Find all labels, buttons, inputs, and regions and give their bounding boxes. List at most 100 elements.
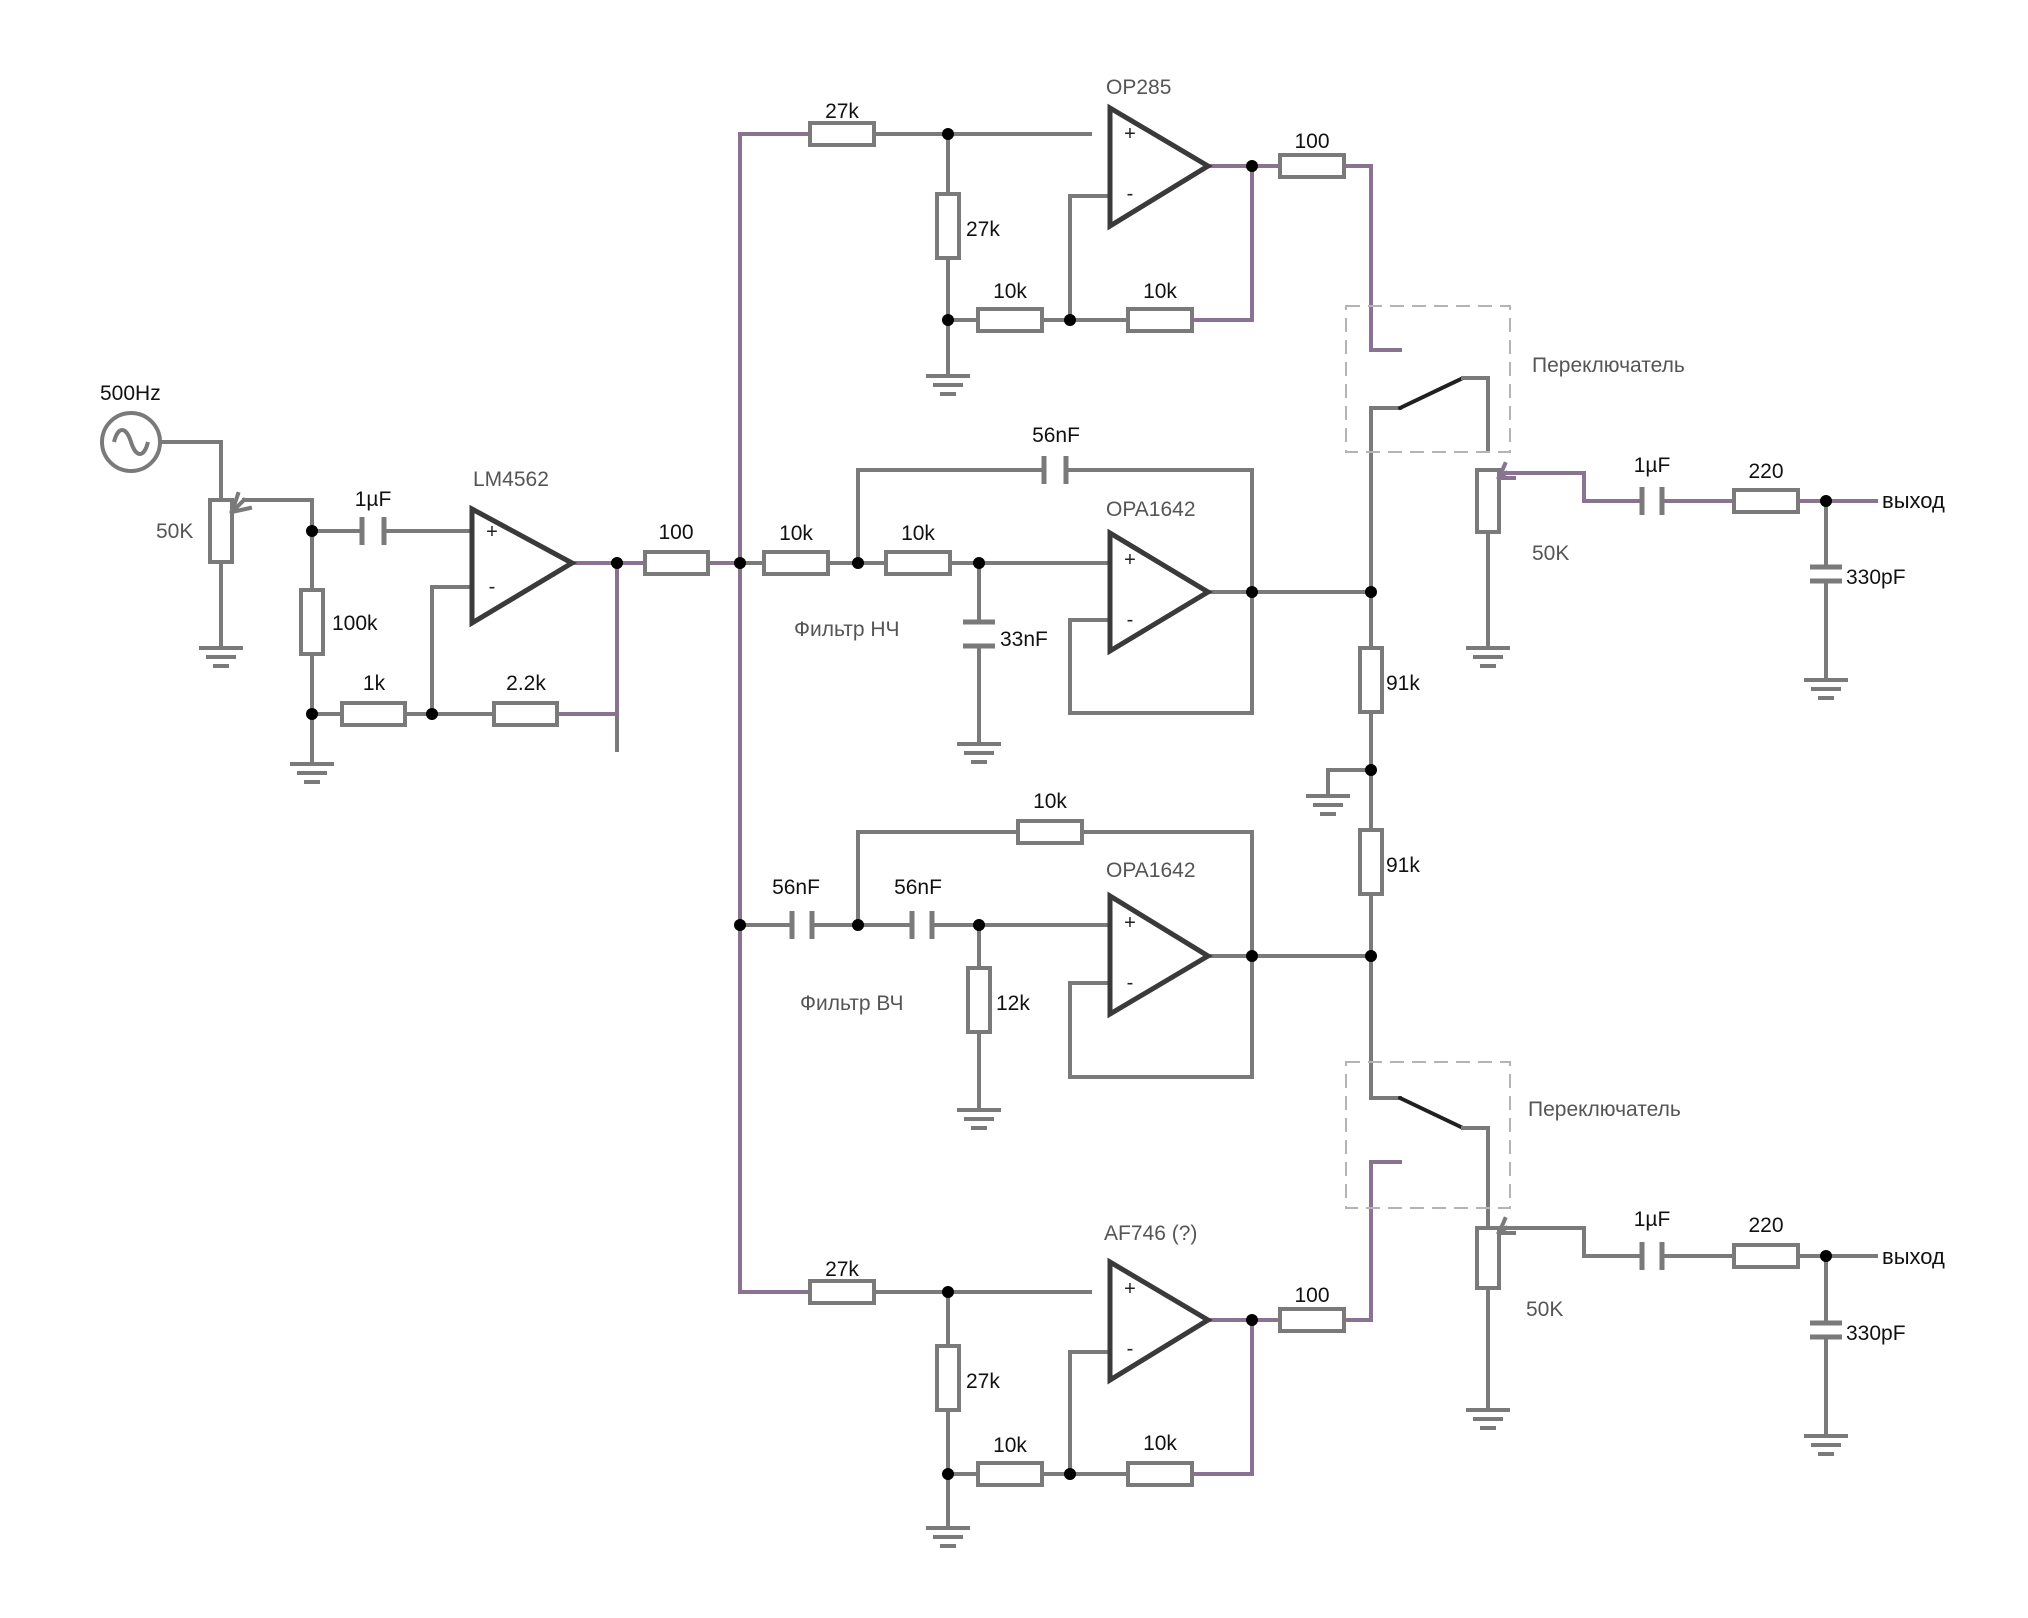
feedback-r2-label: 2.2k	[506, 672, 546, 695]
input-bias-label: 100k	[332, 612, 378, 635]
resistor-bot-100-out	[1278, 1307, 1346, 1333]
output-top-potentiometer	[1475, 461, 1516, 534]
junction-dots	[306, 128, 1832, 1480]
bot-r-gain2-label: 10k	[1143, 1432, 1177, 1455]
lowpass-label: Фильтр НЧ	[794, 618, 900, 641]
out-bot-r-label: 220	[1748, 1214, 1783, 1237]
labels: 500Hz 50K 1µF 100k 1k 2.2k LM4562 100 OP…	[100, 76, 1945, 1457]
capacitor-out-bot-330pf	[1810, 1320, 1842, 1340]
lp-r1-label: 10k	[779, 522, 813, 545]
ground-icon	[1306, 794, 1350, 816]
output-bottom-label: выход	[1882, 1244, 1945, 1269]
output-top-label: выход	[1882, 488, 1945, 513]
bot-r-out-label: 100	[1294, 1284, 1329, 1307]
resistor-top-10k-1	[976, 307, 1044, 333]
hp-c2-label: 56nF	[894, 876, 942, 899]
divider-bottom-label: 91k	[1386, 854, 1420, 877]
resistor-bot-10k-1	[976, 1461, 1044, 1487]
pin-plus: +	[486, 521, 498, 543]
ground-icon	[1804, 678, 1848, 700]
capacitor-out-top-330pf	[1810, 564, 1842, 584]
input-cap-label: 1µF	[355, 488, 392, 511]
resistor-lp-10k-2	[884, 550, 952, 576]
ground-symbols	[199, 374, 1848, 1548]
lp-cap-feedback-label: 56nF	[1032, 424, 1080, 447]
capacitor-hp-56nf-1	[789, 911, 815, 939]
pin-plus: +	[1124, 1278, 1136, 1300]
lp-cap-ground-label: 33nF	[1000, 628, 1048, 651]
resistor-top-10k-2	[1126, 307, 1194, 333]
resistor-divider-91k-bottom	[1358, 828, 1384, 896]
capacitors	[359, 456, 1842, 1340]
top-r-out-label: 100	[1294, 130, 1329, 153]
pin-minus: -	[1127, 1338, 1134, 1360]
switch-bottom-label: Переключатель	[1528, 1098, 1681, 1121]
out-top-shunt-label: 330pF	[1846, 566, 1906, 589]
bot-r-shunt-label: 27k	[966, 1370, 1000, 1393]
top-r-gain2-label: 10k	[1143, 280, 1177, 303]
capacitor-out-top-1uf	[1639, 487, 1665, 515]
resistor-100k	[299, 588, 325, 656]
capacitor-hp-56nf-2	[909, 911, 935, 939]
ground-icon	[199, 646, 243, 668]
opamp-opa1642-highpass: + -	[1107, 891, 1213, 1019]
opamp-opa1642-hp-label: OPA1642	[1106, 859, 1196, 882]
resistor-2-2k	[492, 701, 559, 727]
ground-icon	[290, 762, 334, 784]
ground-icon	[957, 1108, 1001, 1130]
opamp-op285-label: OP285	[1106, 76, 1171, 99]
hp-c1-label: 56nF	[772, 876, 820, 899]
pin-plus: +	[1124, 123, 1136, 145]
resistor-top-100-out	[1278, 153, 1346, 179]
top-r-gain1-label: 10k	[993, 280, 1027, 303]
ground-icon	[957, 742, 1001, 764]
top-r-shunt-label: 27k	[966, 218, 1000, 241]
out-bot-pot-label: 50K	[1526, 1298, 1563, 1321]
out-top-r-label: 220	[1748, 460, 1783, 483]
resistors	[299, 121, 1800, 1487]
resistor-bot-27k-shunt	[935, 1344, 961, 1412]
input-pot-label: 50K	[156, 520, 193, 543]
lp-r2-label: 10k	[901, 522, 935, 545]
resistor-divider-91k-top	[1358, 646, 1384, 714]
resistor-out-bot-220	[1732, 1243, 1800, 1269]
resistor-top-27k-shunt	[935, 192, 961, 260]
sine-source-icon	[100, 411, 162, 473]
bot-r-series-label: 27k	[825, 1258, 859, 1281]
divider-top-label: 91k	[1386, 672, 1420, 695]
pin-minus: -	[1127, 183, 1134, 205]
input-potentiometer	[208, 491, 253, 564]
hp-r-ground-label: 12k	[996, 992, 1030, 1015]
resistor-bot-10k-2	[1126, 1461, 1194, 1487]
output-bottom-potentiometer	[1475, 1216, 1516, 1290]
pin-plus: +	[1124, 549, 1136, 571]
resistor-hp-10k-feedback	[1016, 819, 1084, 845]
input-series-label: 100	[658, 521, 693, 544]
resistor-bot-27k-series	[808, 1279, 876, 1305]
opamp-af746-label: AF746 (?)	[1104, 1222, 1197, 1245]
resistor-top-27k-series	[808, 121, 876, 147]
opamp-af746: + -	[1107, 1257, 1213, 1385]
opamp-opa1642-lowpass: + -	[1107, 528, 1213, 656]
out-bot-cap-label: 1µF	[1634, 1208, 1671, 1231]
opamps: + - + - + - + - + -	[469, 103, 1213, 1385]
resistor-out-top-220	[1732, 488, 1800, 514]
resistor-1k	[340, 701, 407, 727]
opamp-op285: + -	[1107, 103, 1213, 231]
ground-icon	[1804, 1434, 1848, 1456]
hp-r-feedback-label: 10k	[1033, 790, 1067, 813]
feedback-r1-label: 1k	[363, 672, 386, 695]
highpass-label: Фильтр ВЧ	[800, 992, 903, 1015]
opamp-lm4562: + -	[469, 504, 578, 628]
ground-icon	[926, 1526, 970, 1548]
potentiometers	[208, 461, 1516, 1290]
bot-r-gain1-label: 10k	[993, 1434, 1027, 1457]
out-top-pot-label: 50K	[1532, 542, 1569, 565]
capacitor-lp-33nf	[963, 619, 995, 649]
resistor-input-100	[643, 550, 710, 576]
pin-plus: +	[1124, 912, 1136, 934]
ground-icon	[1466, 646, 1510, 668]
opamp-opa1642-lp-label: OPA1642	[1106, 498, 1196, 521]
pin-minus: -	[1127, 609, 1134, 631]
